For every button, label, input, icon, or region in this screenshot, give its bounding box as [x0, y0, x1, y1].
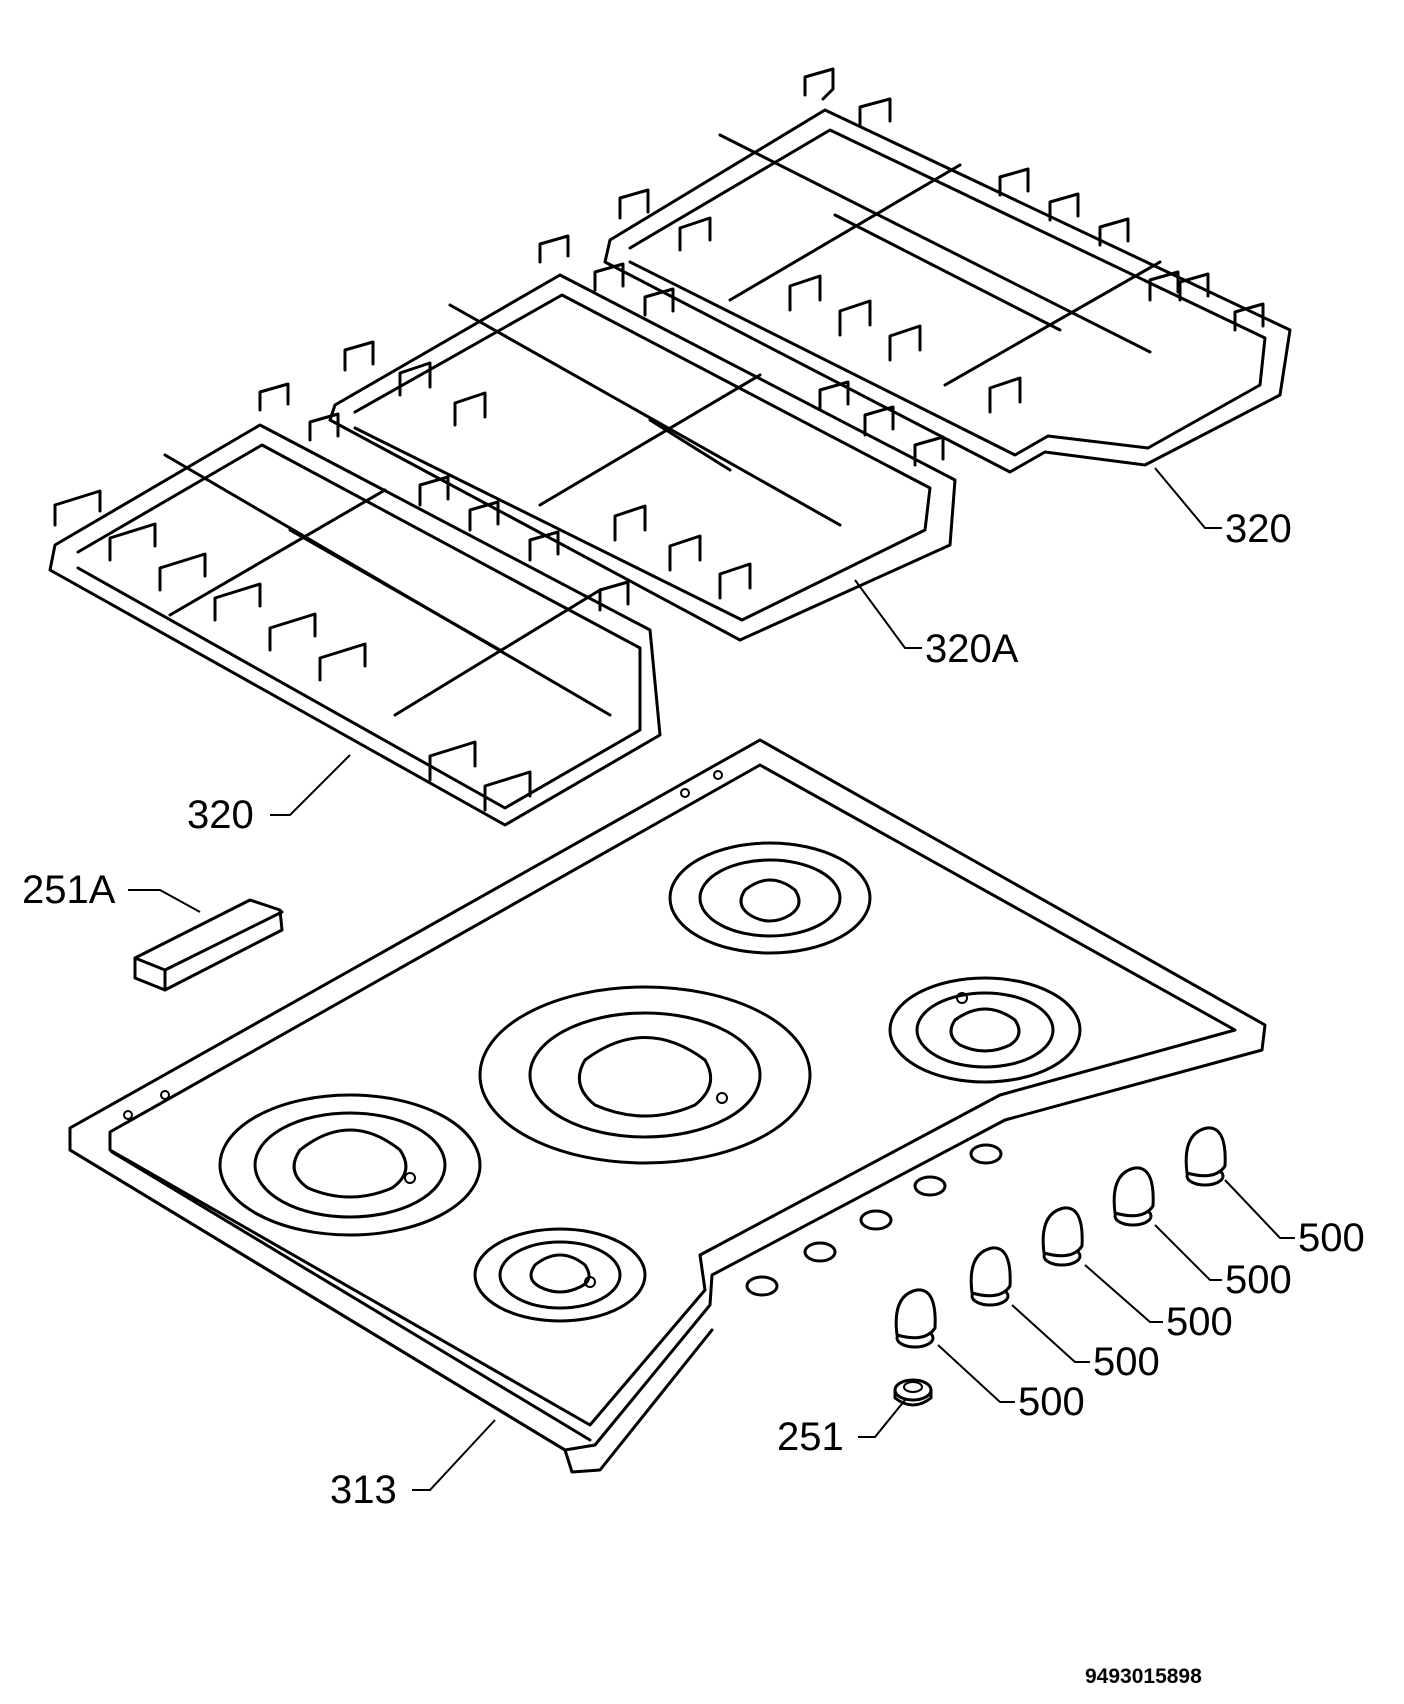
leader-lines — [128, 467, 1295, 1491]
callout-251a: 251A — [22, 868, 116, 912]
knob-3 — [1041, 1206, 1084, 1267]
callout-500-knob-4: 500 — [1225, 1258, 1292, 1302]
burner-center — [478, 985, 812, 1165]
burner-front — [473, 1227, 647, 1323]
callout-251: 251 — [777, 1415, 844, 1459]
knob-4 — [1112, 1166, 1155, 1227]
knob-1 — [894, 1288, 937, 1349]
callout-500-knob-1: 500 — [1018, 1380, 1085, 1424]
knob-2 — [969, 1246, 1012, 1307]
control-knobs — [894, 1126, 1227, 1349]
clip-part — [133, 898, 284, 992]
pan-support-grate-right — [603, 67, 1292, 474]
burner-right — [888, 976, 1082, 1084]
callout-320-left: 320 — [187, 793, 254, 837]
callout-500-knob-3: 500 — [1166, 1300, 1233, 1344]
spacer-ring — [893, 1378, 933, 1407]
pan-support-grate-left — [48, 382, 662, 827]
hob-top-plate — [68, 738, 1267, 1474]
document-number: 9493015898 — [1085, 1665, 1202, 1688]
callout-500-knob-2: 500 — [1093, 1340, 1160, 1384]
callout-313: 313 — [330, 1468, 397, 1512]
pan-support-grate-middle — [328, 234, 957, 642]
burner-left — [218, 1093, 482, 1237]
callout-320a-middle: 320A — [925, 627, 1019, 671]
callout-320-right: 320 — [1225, 507, 1292, 551]
knob-5 — [1184, 1126, 1227, 1187]
callout-500-knob-5: 500 — [1298, 1216, 1365, 1260]
burner-rear-right — [668, 841, 872, 955]
